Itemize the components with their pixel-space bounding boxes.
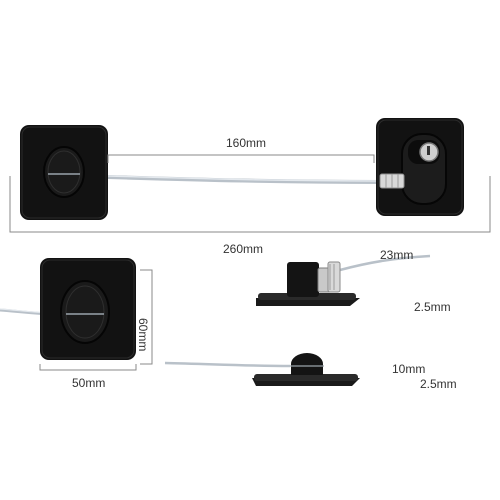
left-anchor-pad: [20, 125, 108, 220]
single-pad: [0, 258, 136, 360]
base-height-label: 60mm: [136, 318, 150, 352]
lock-pad: [376, 118, 464, 216]
lock-side-view: [256, 254, 431, 306]
base-width-label: 50mm: [72, 376, 106, 390]
lock-thickness-label: 2.5mm: [414, 300, 451, 314]
lock-height-label: 23mm: [380, 248, 414, 262]
anchor-side-view: [164, 353, 360, 386]
anchor-height-label: 10mm: [392, 362, 426, 376]
dimension-lines: [9, 154, 491, 371]
anchor-thickness-label: 2.5mm: [420, 377, 457, 391]
cable-top: [69, 174, 386, 184]
cable-length-label: 160mm: [226, 136, 267, 150]
total-length-label: 260mm: [223, 242, 264, 256]
